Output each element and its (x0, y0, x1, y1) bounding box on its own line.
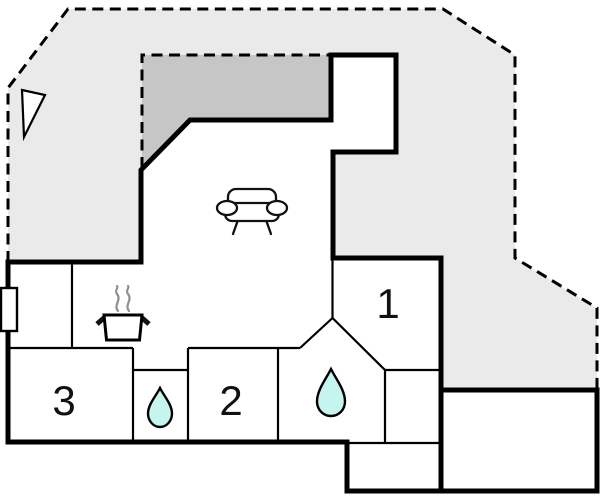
house-outline (5, 52, 600, 494)
cooking-pot-icon (95, 284, 151, 342)
room-1-label: 1 (376, 280, 399, 327)
room-3-label: 3 (52, 377, 75, 424)
sofa-icon (215, 187, 289, 236)
room-2-label: 2 (219, 377, 242, 424)
water-drop-icon-small (146, 385, 174, 429)
covered-terrace-dashed-line (140, 53, 330, 168)
covered-terrace-area (142, 55, 330, 170)
interior-walls (8, 258, 441, 445)
north-arrow-icon (20, 88, 47, 142)
water-drop-icon-large (315, 366, 347, 418)
plot-boundary-dashed-line (6, 7, 599, 388)
plot-area (8, 9, 597, 390)
window-door-marker (0, 286, 19, 333)
